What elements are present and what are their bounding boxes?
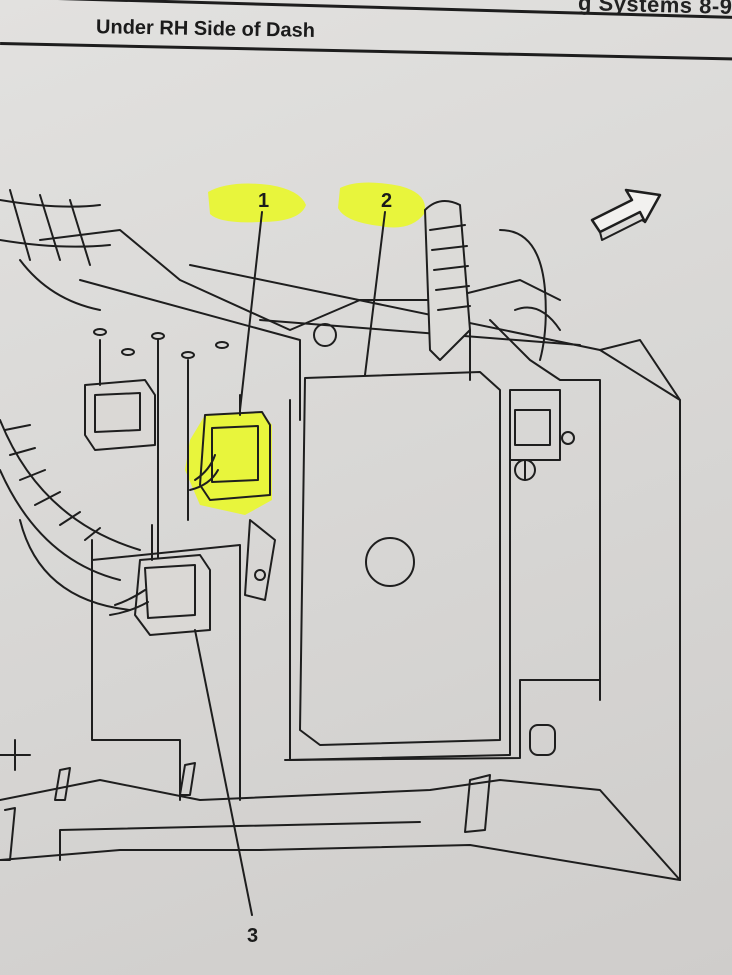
relay-upper-left xyxy=(84,328,165,561)
leader-2 xyxy=(364,211,386,376)
callout-2-highlight xyxy=(338,182,425,228)
dash-frame xyxy=(39,229,561,331)
callout-3-label: 3 xyxy=(247,925,258,947)
wire-loom-left xyxy=(0,199,111,311)
module-box xyxy=(299,371,501,746)
callout-1-label: 1 xyxy=(258,190,269,212)
relay-1 xyxy=(185,394,272,515)
callout-2-label: 2 xyxy=(381,190,392,212)
leader-3 xyxy=(194,629,253,916)
direction-arrow-icon xyxy=(590,188,662,241)
relay-3 xyxy=(109,524,211,636)
wire-loom-right xyxy=(424,200,471,361)
leader-1 xyxy=(239,211,263,411)
module-knob xyxy=(365,537,415,587)
mount-hole xyxy=(313,323,337,347)
callout-1-highlight xyxy=(208,183,306,223)
